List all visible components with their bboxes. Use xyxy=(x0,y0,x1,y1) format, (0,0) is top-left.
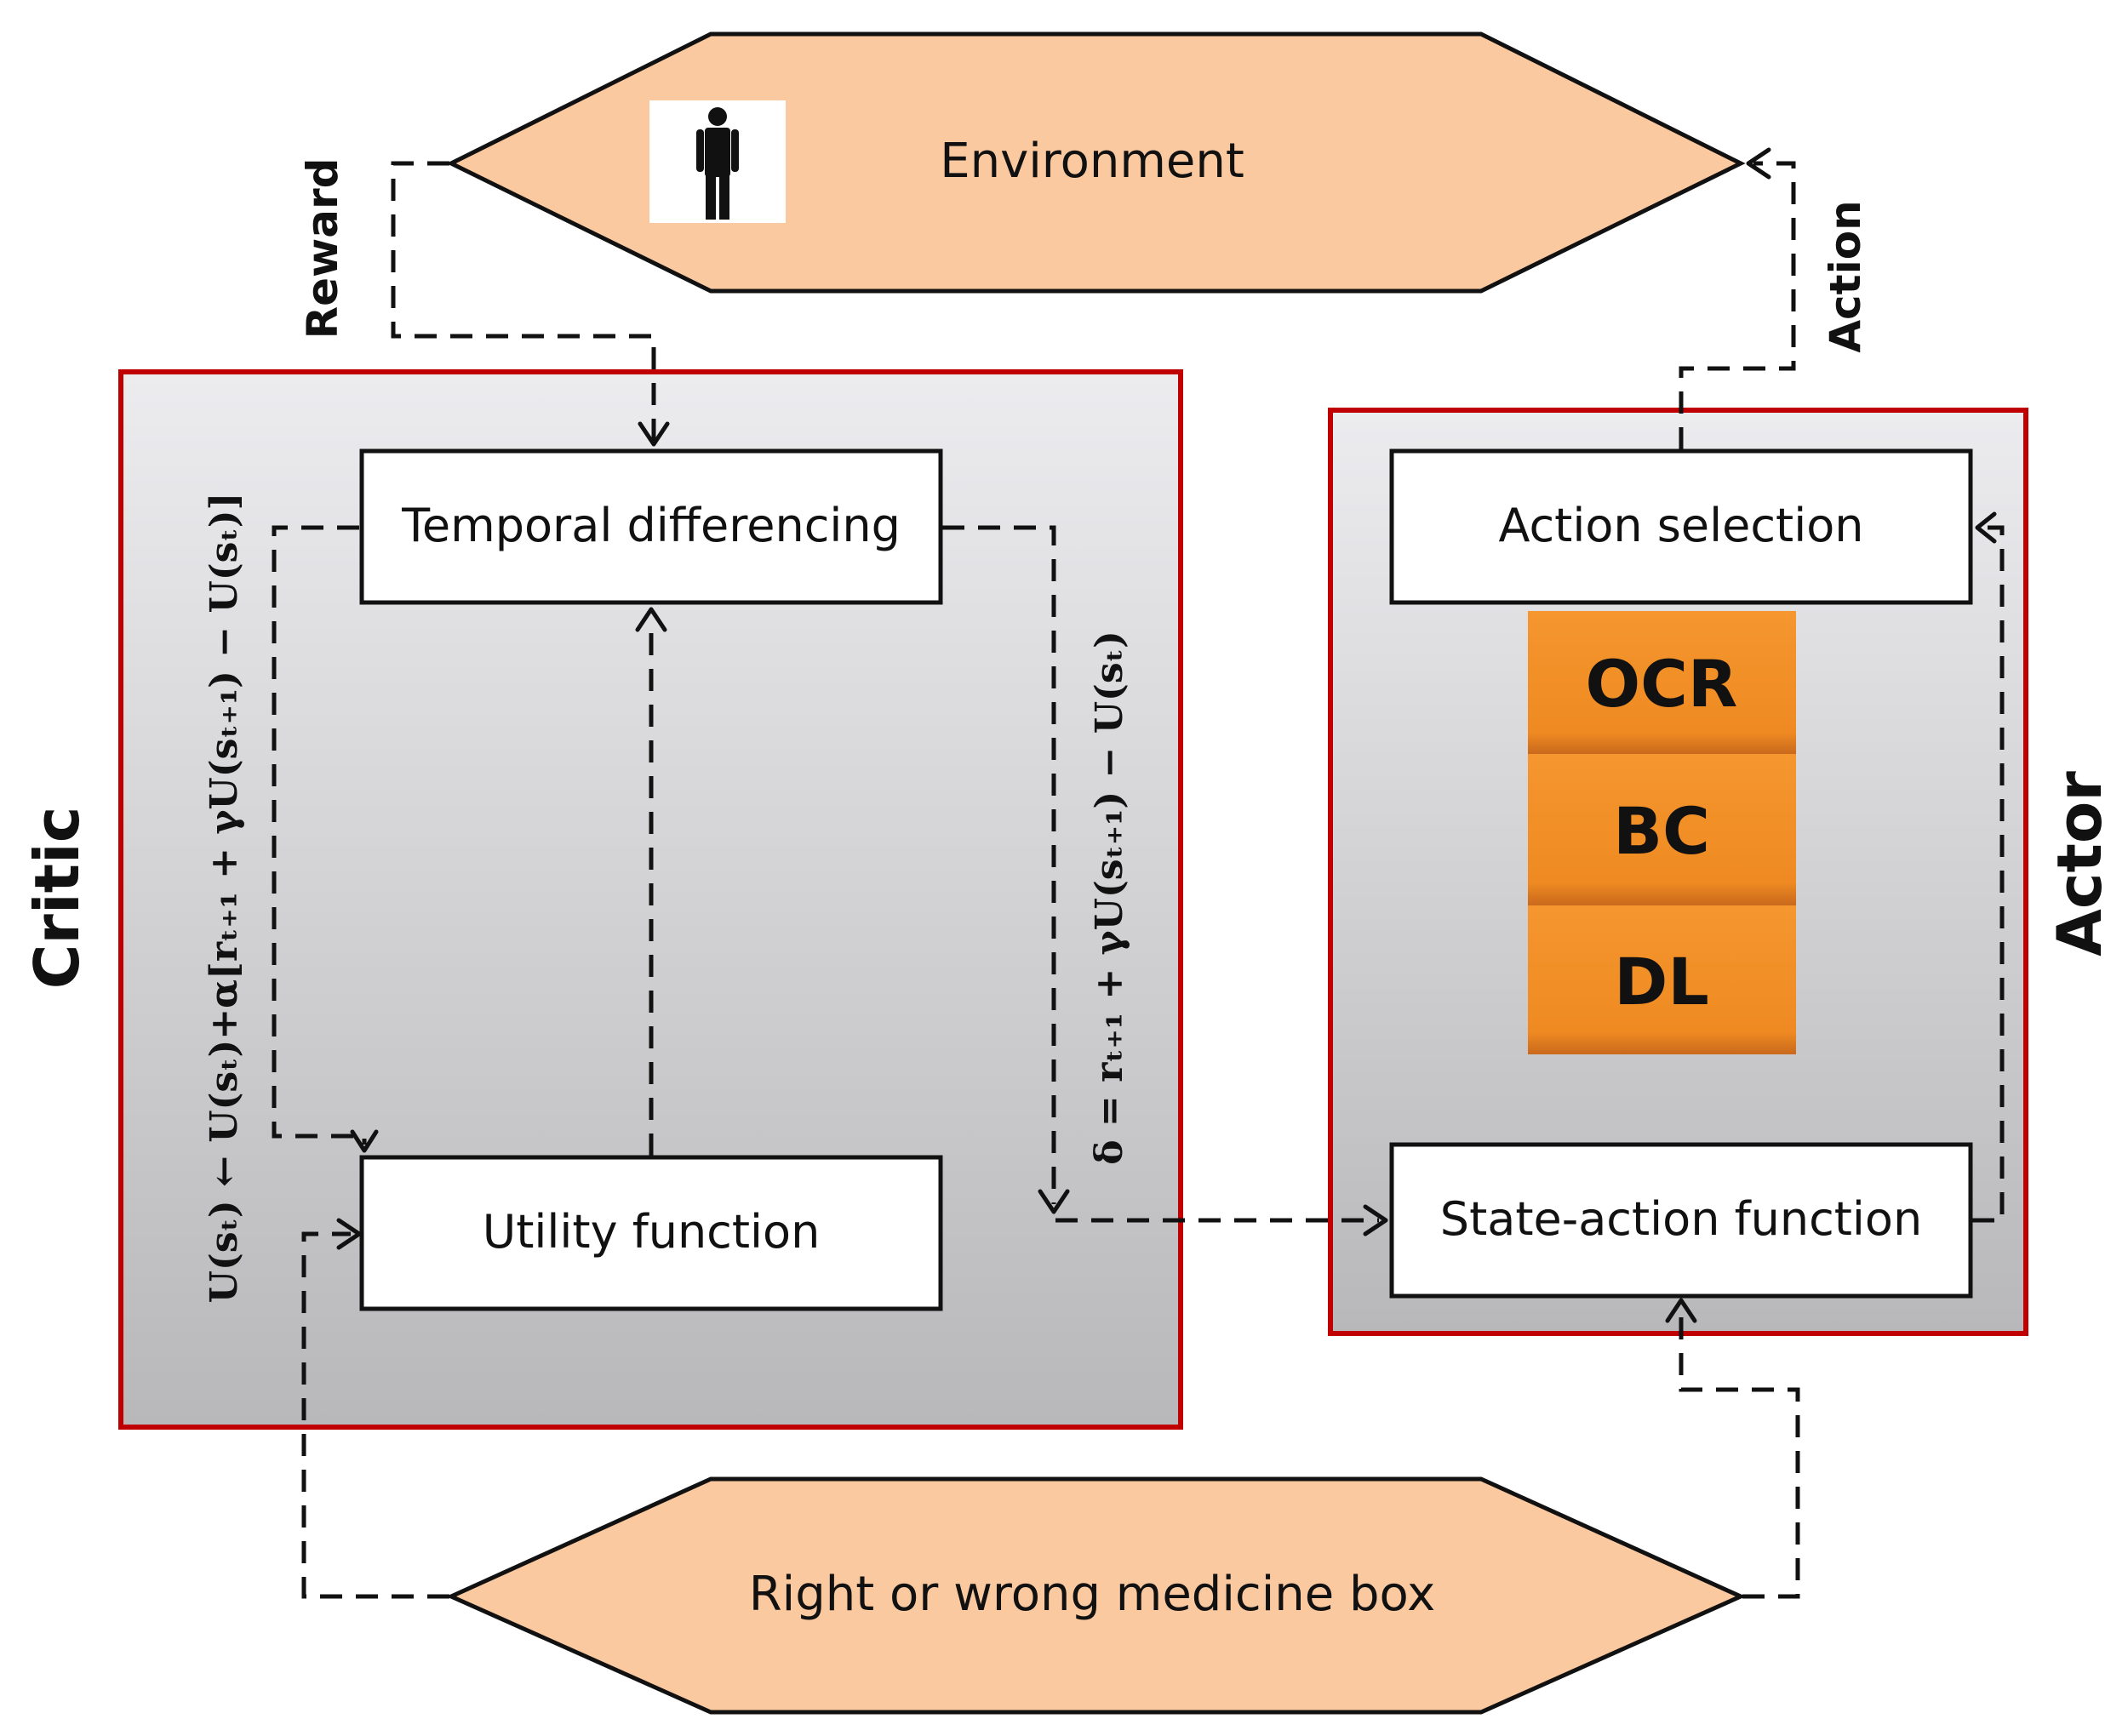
critic-title: Critic xyxy=(21,807,93,990)
action-selection-box xyxy=(1389,448,1973,605)
method-bc-label: BC xyxy=(1613,793,1710,869)
action-connector xyxy=(1679,161,1796,449)
box-to-utility-connector xyxy=(301,1231,449,1599)
state-to-action-arrowhead xyxy=(1975,511,1997,544)
td-error-down-arrowhead xyxy=(1038,1189,1070,1214)
actor-title: Actor xyxy=(2044,771,2115,957)
method-dl-block xyxy=(1528,905,1796,1054)
method-ocr-block xyxy=(1528,611,1796,754)
td-error-equation: δ = rₜ₊₁ + γU(sₜ₊₁) − U(sₜ) xyxy=(1088,631,1131,1165)
environment-label: Environment xyxy=(940,134,1244,189)
box-to-state-action-connector xyxy=(1679,1315,1800,1599)
reward-arrowhead xyxy=(638,421,670,447)
action-label: Action xyxy=(1821,200,1870,352)
environment-hexagon xyxy=(446,31,1746,294)
state-to-action-connector xyxy=(1972,525,2005,1223)
method-dl-label: DL xyxy=(1614,944,1709,1019)
medicine-box-label: Right or wrong medicine box xyxy=(749,1567,1435,1622)
action-selection-label: Action selection xyxy=(1499,499,1864,552)
medicine-box-hexagon xyxy=(445,1476,1747,1715)
temporal-differencing-box xyxy=(359,448,943,605)
utility-function-label: Utility function xyxy=(483,1205,821,1259)
utility-update-equation: U(sₜ) ← U(sₜ)+α[rₜ₊₁ + γU(sₜ₊₁) − U(sₜ)] xyxy=(203,493,246,1304)
td-error-to-actor-arrowhead xyxy=(1363,1204,1388,1236)
state-action-function-box xyxy=(1389,1142,1973,1299)
person-icon xyxy=(649,100,786,223)
utility-function-box xyxy=(359,1155,943,1311)
utility-to-td-arrowhead xyxy=(635,607,667,632)
update-connector xyxy=(272,525,367,1145)
method-ocr-label: OCR xyxy=(1586,646,1738,722)
td-error-connector xyxy=(942,525,1056,1204)
box-to-state-action-arrowhead xyxy=(1665,1298,1697,1323)
method-stack: OCR BC DL xyxy=(1528,611,1796,1054)
reward-connector xyxy=(391,161,656,441)
action-arrowhead xyxy=(1746,147,1771,180)
update-arrowhead xyxy=(350,1129,379,1153)
box-to-utility-arrowhead xyxy=(336,1218,362,1250)
method-bc-block xyxy=(1528,754,1796,905)
state-action-function-label: State-action function xyxy=(1440,1192,1922,1246)
reward-label: Reward xyxy=(298,158,347,340)
temporal-differencing-label: Temporal differencing xyxy=(401,499,901,552)
